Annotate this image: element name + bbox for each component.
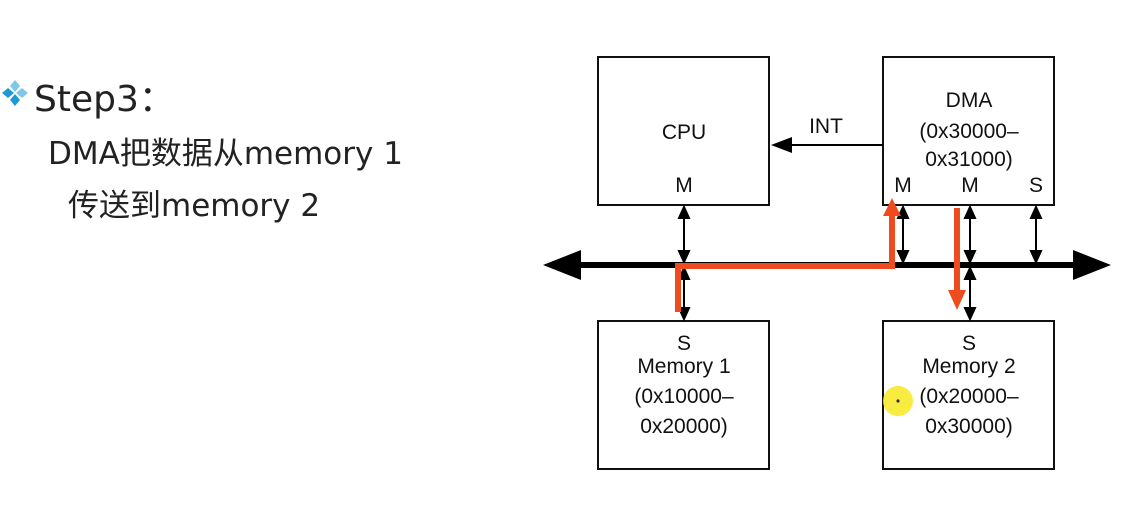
dma-block: DMA (0x30000– 0x31000) M M S — [882, 56, 1055, 206]
memory-1-block: S Memory 1 (0x10000– 0x20000) — [597, 320, 770, 470]
dma-label: DMA — [946, 89, 993, 112]
cpu-block: CPU M — [597, 56, 770, 206]
memory-1-range-end: 0x20000) — [640, 415, 728, 438]
int-label: INT — [809, 115, 843, 138]
memory-1-label: Memory 1 — [637, 355, 730, 378]
memory-2-range-end: 0x30000) — [925, 415, 1013, 438]
dma-master-port-1-label: M — [894, 174, 912, 197]
description-line-1: DMA把数据从memory 1 — [48, 136, 403, 172]
bus-connectors — [677, 204, 1043, 322]
diamond-bullet-icon — [2, 80, 28, 106]
step-title: Step3： — [34, 79, 175, 120]
memory-2-label: Memory 2 — [922, 355, 1015, 378]
cpu-master-port-label: M — [675, 174, 693, 197]
memory-1-slave-port-label: S — [677, 332, 691, 355]
description-line-2: 传送到memory 2 — [68, 188, 321, 224]
dma-range-end: 0x31000) — [925, 148, 1013, 171]
dma-range-start: (0x30000– — [919, 120, 1019, 143]
write-path-dma-to-memory2 — [948, 208, 966, 310]
interrupt-signal: INT — [771, 115, 883, 153]
dma-slave-port-label: S — [1029, 174, 1043, 197]
memory-2-range-start: (0x20000– — [919, 385, 1019, 408]
memory-1-range-start: (0x10000– — [634, 385, 734, 408]
cpu-label: CPU — [662, 121, 706, 144]
read-path-memory1-to-dma — [675, 198, 901, 312]
cursor-highlight — [883, 386, 913, 416]
memory-2-slave-port-label: S — [962, 332, 976, 355]
dma-master-port-2-label: M — [961, 174, 979, 197]
